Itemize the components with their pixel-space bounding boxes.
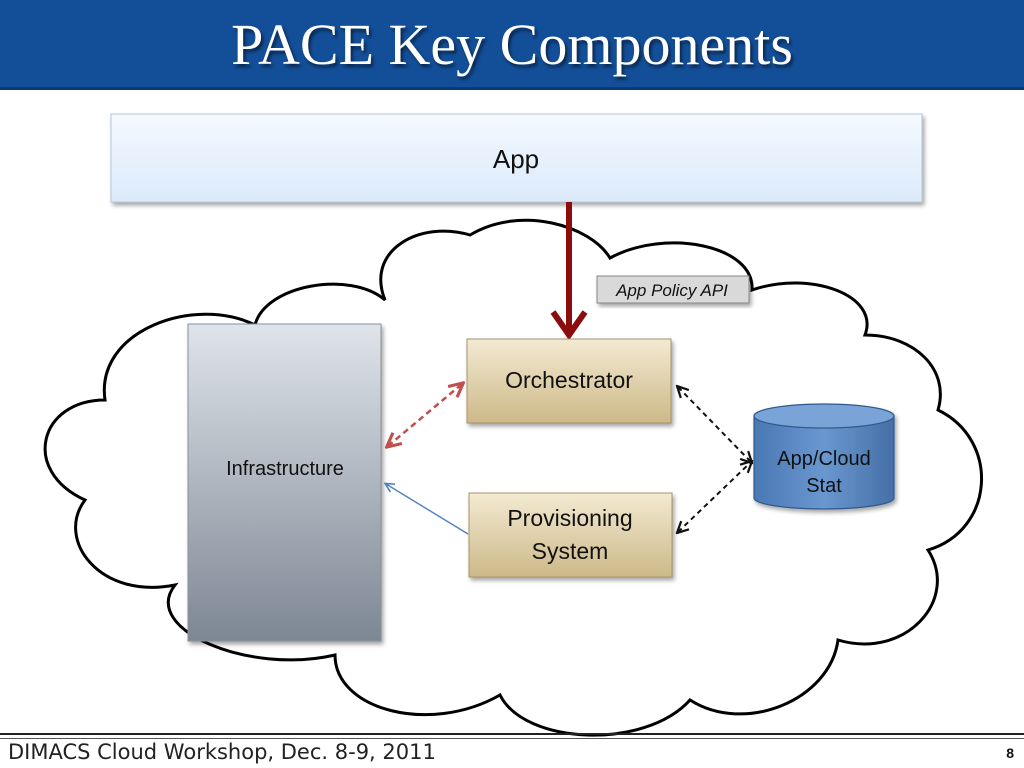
app-box: App bbox=[110, 113, 923, 203]
provisioning-infrastructure-arrow bbox=[386, 484, 469, 535]
app-to-orchestrator-arrow bbox=[550, 202, 588, 341]
footer-divider-thin bbox=[0, 738, 1024, 739]
title-bar: PACE Key Components bbox=[0, 0, 1024, 90]
infrastructure-box: Infrastructure bbox=[187, 323, 382, 642]
provisioning-system-box: Provisioning System bbox=[468, 492, 673, 578]
provisioning-database-arrow bbox=[678, 462, 751, 532]
provisioning-label-line1: Provisioning bbox=[507, 505, 632, 531]
app-policy-api-tag: App Policy API bbox=[596, 275, 750, 304]
app-cloud-stat-database bbox=[753, 403, 895, 510]
infrastructure-label: Infrastructure bbox=[226, 458, 344, 480]
footer-divider bbox=[0, 733, 1024, 735]
database-label-line1: App/Cloud bbox=[777, 448, 870, 470]
orchestrator-label: Orchestrator bbox=[505, 367, 633, 393]
footer-text: DIMACS Cloud Workshop, Dec. 8-9, 2011 bbox=[8, 740, 436, 764]
infrastructure-orchestrator-arrow bbox=[388, 384, 462, 446]
provisioning-label-line2: System bbox=[532, 538, 609, 564]
app-label: App bbox=[493, 144, 539, 174]
database-label-line2: Stat bbox=[806, 475, 842, 497]
orchestrator-box: Orchestrator bbox=[466, 338, 672, 424]
page-number: 8 bbox=[1006, 745, 1014, 761]
app-policy-api-label: App Policy API bbox=[615, 281, 728, 300]
slide-title: PACE Key Components bbox=[231, 12, 793, 77]
